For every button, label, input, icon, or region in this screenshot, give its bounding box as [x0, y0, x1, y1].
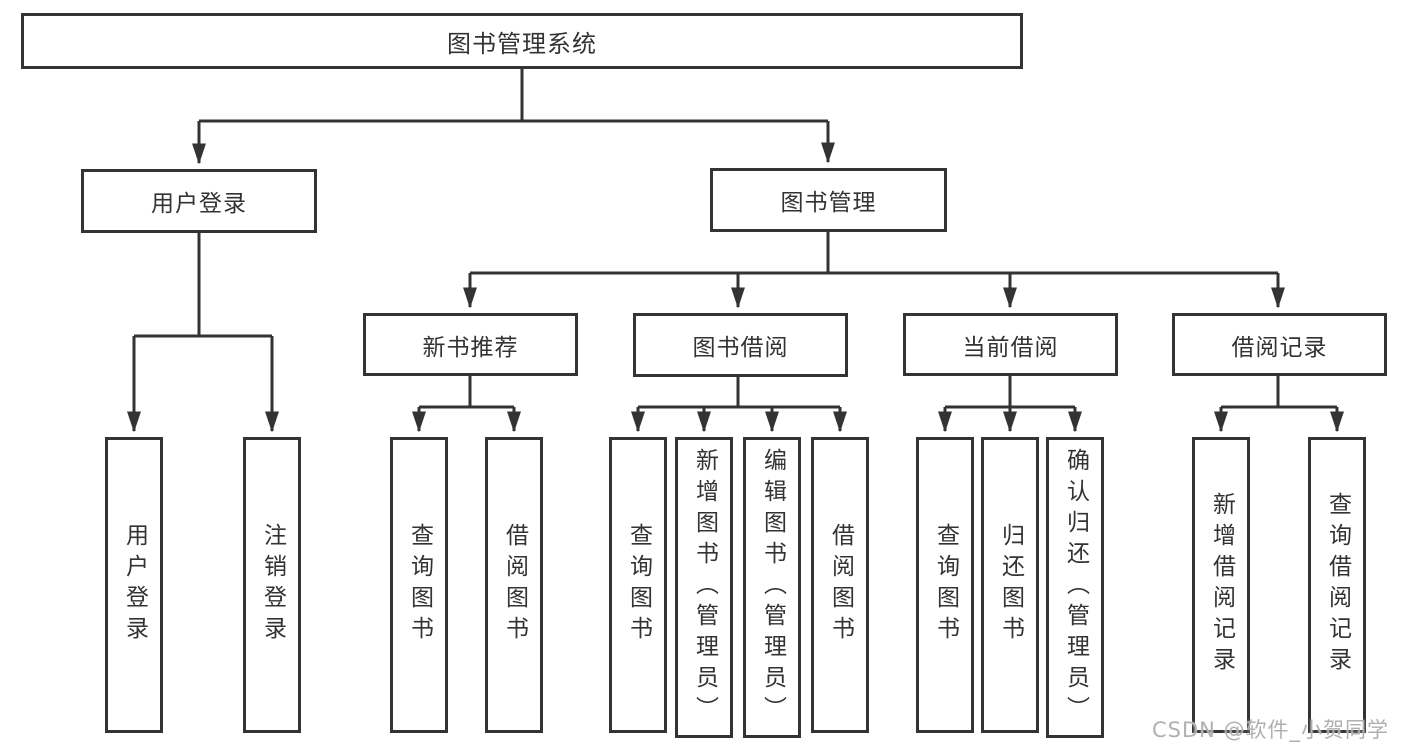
- leaf-bb-add-book-admin-label: 新增图书（管理员）: [691, 448, 718, 727]
- leaf-bb-borrow-book-label: 借阅图书: [827, 523, 854, 647]
- node-current-borrow: 当前借阅: [903, 313, 1118, 376]
- node-user-login: 用户登录: [81, 169, 317, 233]
- leaf-bb-query-book: 查询图书: [609, 437, 667, 733]
- node-book-management: 图书管理: [710, 168, 947, 232]
- leaf-nb-query-book-label: 查询图书: [406, 523, 433, 647]
- leaf-br-add-record-label: 新增借阅记录: [1208, 492, 1235, 678]
- leaf-logout: 注销登录: [243, 437, 301, 733]
- leaf-cb-return-book: 归还图书: [981, 437, 1039, 733]
- node-new-book-recommend-label: 新书推荐: [422, 334, 519, 361]
- node-user-login-label: 用户登录: [151, 191, 247, 217]
- leaf-user-login: 用户登录: [105, 437, 163, 733]
- leaf-nb-borrow-book: 借阅图书: [485, 437, 543, 733]
- leaf-logout-label: 注销登录: [259, 523, 286, 647]
- leaf-bb-edit-book-admin-label: 编辑图书（管理员）: [759, 448, 786, 727]
- leaf-br-query-record: 查询借阅记录: [1308, 437, 1366, 733]
- leaf-cb-return-book-label: 归还图书: [997, 523, 1024, 647]
- node-borrow-record: 借阅记录: [1172, 313, 1387, 376]
- node-book-borrow-label: 图书借阅: [692, 335, 789, 361]
- leaf-cb-confirm-return-admin-label: 确认归还（管理员）: [1062, 448, 1089, 727]
- leaf-cb-confirm-return-admin: 确认归还（管理员）: [1046, 437, 1104, 738]
- leaf-user-login-label: 用户登录: [121, 523, 148, 647]
- node-borrow-record-label: 借阅记录: [1231, 334, 1328, 361]
- node-book-management-label: 图书管理: [780, 190, 877, 216]
- node-book-borrow: 图书借阅: [633, 313, 848, 377]
- leaf-bb-query-book-label: 查询图书: [625, 523, 652, 647]
- leaf-cb-query-book-label: 查询图书: [932, 523, 959, 647]
- leaf-br-query-record-label: 查询借阅记录: [1324, 492, 1351, 678]
- leaf-bb-borrow-book: 借阅图书: [811, 437, 869, 733]
- node-current-borrow-label: 当前借阅: [962, 334, 1059, 361]
- node-root-label: 图书管理系统: [447, 29, 597, 58]
- leaf-bb-add-book-admin: 新增图书（管理员）: [675, 437, 733, 738]
- leaf-br-add-record: 新增借阅记录: [1192, 437, 1250, 733]
- leaf-cb-query-book: 查询图书: [916, 437, 974, 733]
- node-new-book-recommend: 新书推荐: [363, 313, 578, 376]
- leaf-nb-query-book: 查询图书: [390, 437, 448, 733]
- leaf-bb-edit-book-admin: 编辑图书（管理员）: [743, 437, 801, 738]
- csdn-watermark: CSDN @软件_小贺同学: [1152, 718, 1390, 742]
- leaf-nb-borrow-book-label: 借阅图书: [501, 523, 528, 647]
- node-root-system: 图书管理系统: [21, 13, 1023, 69]
